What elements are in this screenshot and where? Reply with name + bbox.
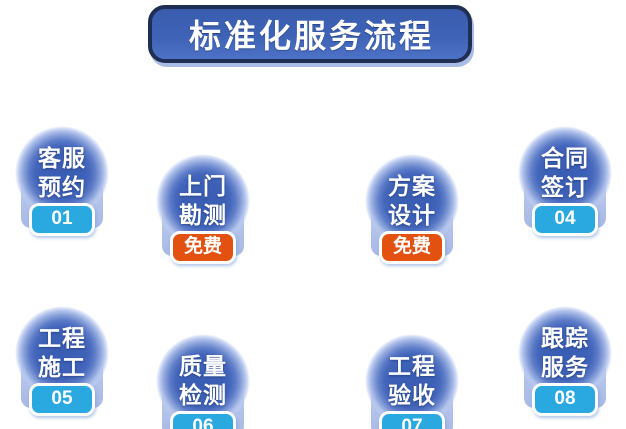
step-node-7: 工程 验收 07 [357,334,467,429]
step-label-line2: 预约 [38,174,86,200]
step-node-4: 合同 签订 04 [510,126,620,266]
step-label-line1: 工程 [388,353,436,379]
step-label-line1: 工程 [38,325,86,351]
step-label-line1: 方案 [388,173,436,199]
step-badge: 07 [379,411,445,429]
step-label-line2: 设计 [388,202,436,228]
step-badge-free: 免费 [170,231,236,264]
step-node-5: 工程 施工 05 [7,306,117,429]
step-label-line2: 服务 [541,354,589,380]
diagram-title: 标准化服务流程 [188,18,434,54]
step-label-line2: 施工 [38,354,86,380]
step-label-line2: 检测 [179,382,227,408]
step-badge: 05 [29,383,95,416]
step-node-2: 上门 勘测 免费 [148,154,258,294]
step-node-3: 方案 设计 免费 [357,154,467,294]
step-label-line1: 合同 [541,145,589,171]
step-node-1: 客服 预约 01 [7,126,117,266]
step-node-6: 质量 检测 06 [148,334,258,429]
step-badge: 01 [29,203,95,236]
step-badge: 08 [532,383,598,416]
step-badge: 04 [532,203,598,236]
step-label-line1: 客服 [38,145,86,171]
step-label-line1: 上门 [179,173,227,199]
diagram-title-banner: 标准化服务流程 [148,5,472,63]
step-label-line2: 验收 [388,382,436,408]
step-label-line1: 质量 [179,353,227,379]
step-circle: 客服 预约 [15,126,109,220]
step-node-8: 跟踪 服务 08 [510,306,620,429]
step-badge-free: 免费 [379,231,445,264]
step-badge: 06 [170,411,236,429]
step-label-line1: 跟踪 [541,325,589,351]
step-label-line2: 签订 [541,174,589,200]
step-label-line2: 勘测 [179,202,227,228]
